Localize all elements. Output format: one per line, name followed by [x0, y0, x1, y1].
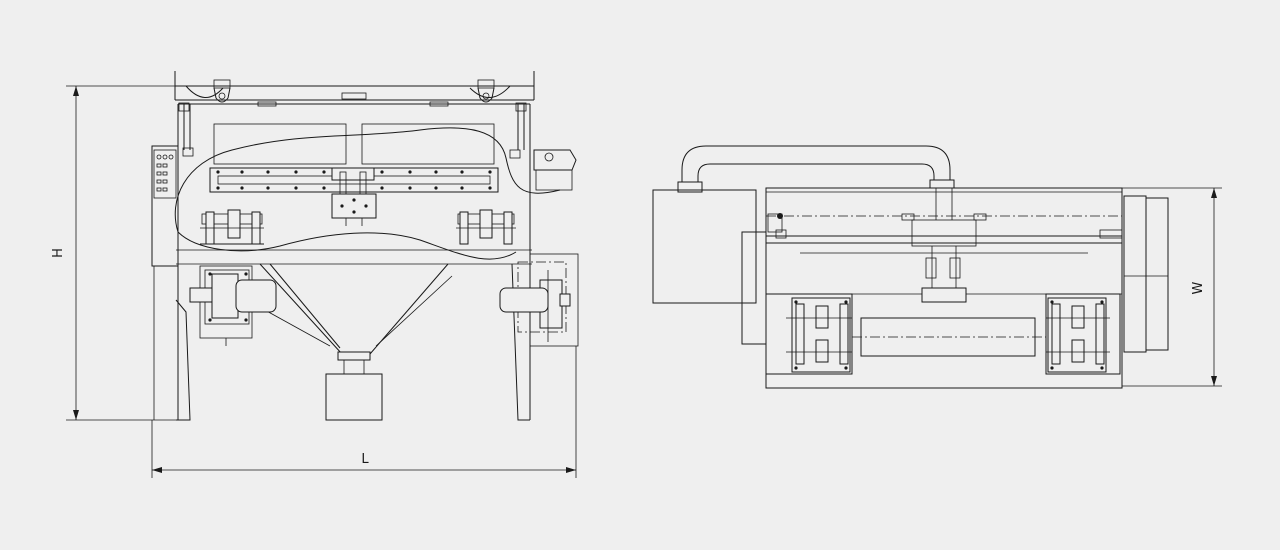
spring-support-left	[200, 209, 264, 245]
legs	[153, 263, 530, 421]
housing	[176, 104, 532, 420]
dimension-H	[66, 85, 176, 421]
top-view	[652, 145, 1222, 389]
left-strut	[178, 102, 194, 157]
control-panel	[151, 145, 179, 267]
cutaway-outline	[174, 127, 561, 260]
center-slot	[852, 317, 1046, 357]
spring-support-right	[456, 209, 516, 245]
vibrator-right	[1045, 293, 1121, 375]
side-outlet	[499, 149, 579, 347]
center-bracket	[331, 167, 377, 226]
lifting-eye-left	[213, 79, 231, 103]
exhaust-duct	[677, 145, 955, 193]
dimension-L	[151, 346, 577, 478]
top-frame	[174, 71, 535, 107]
dimension-W	[1122, 187, 1222, 387]
drive-motor	[189, 265, 277, 346]
lifting-eye-right	[477, 79, 495, 103]
fan-box	[652, 189, 757, 304]
vibrator-left	[765, 293, 853, 375]
right-strut	[509, 102, 527, 159]
height-label: H	[51, 248, 66, 258]
length-label: L	[361, 452, 369, 467]
side-pipe	[741, 231, 766, 345]
motor-stack	[1123, 195, 1169, 353]
discharge-hopper	[253, 263, 453, 421]
main-body	[765, 187, 1123, 389]
front-view	[66, 71, 579, 478]
width-label: W	[1191, 281, 1206, 294]
